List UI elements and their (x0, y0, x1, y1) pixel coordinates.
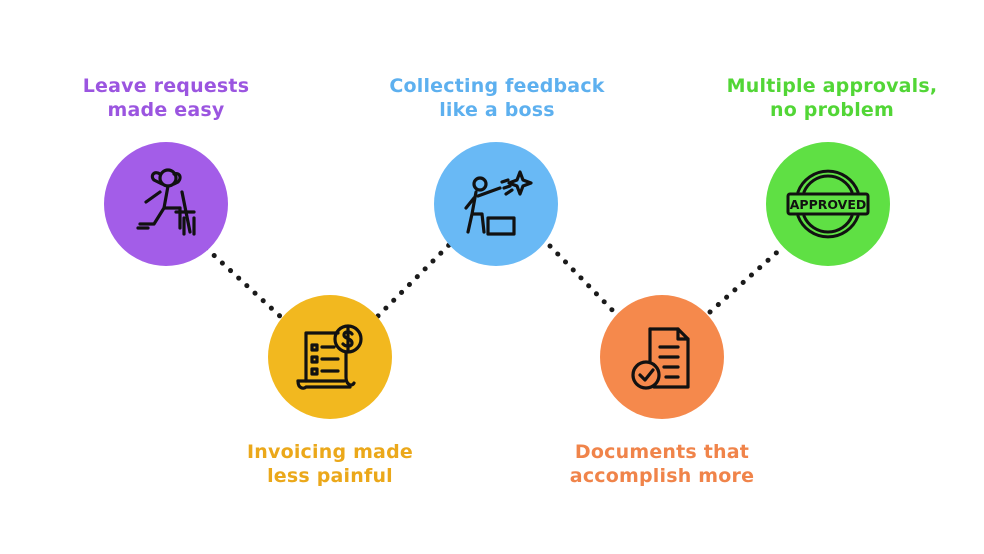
step-4-caption-line-1: Documents that (574, 441, 750, 463)
step-5-caption-line-2: no problem (769, 99, 894, 121)
step-2-caption-line-2: less painful (267, 465, 393, 487)
step-3-circle (434, 142, 558, 266)
stamp-label: APPROVED (790, 197, 867, 212)
step-5-caption-line-1: Multiple approvals, (726, 75, 938, 97)
approved-stamp-icon: APPROVED (786, 169, 870, 239)
step-2-caption-line-1: Invoicing made (247, 441, 413, 463)
step-1-caption: Leave requests made easy (46, 74, 286, 122)
step-3-caption: Collecting feedback like a boss (377, 74, 617, 122)
step-1-caption-line-2: made easy (107, 99, 225, 121)
document-check-icon (631, 327, 690, 390)
step-5-caption: Multiple approvals, no problem (712, 74, 952, 122)
step-3-caption-line-1: Collecting feedback (389, 75, 605, 97)
step-5-circle: APPROVED (766, 142, 890, 266)
relaxing-person-icon (136, 168, 196, 236)
step-1-circle (104, 142, 228, 266)
person-pointing-star-icon (464, 170, 533, 236)
step-4-circle (600, 295, 724, 419)
step-2-circle (268, 295, 392, 419)
invoice-dollar-icon (296, 324, 363, 390)
step-3-caption-line-2: like a boss (439, 99, 555, 121)
step-2-caption: Invoicing made less painful (210, 440, 450, 488)
step-1-caption-line-1: Leave requests (82, 75, 250, 97)
step-4-caption-line-2: accomplish more (569, 465, 755, 487)
step-4-caption: Documents that accomplish more (542, 440, 782, 488)
